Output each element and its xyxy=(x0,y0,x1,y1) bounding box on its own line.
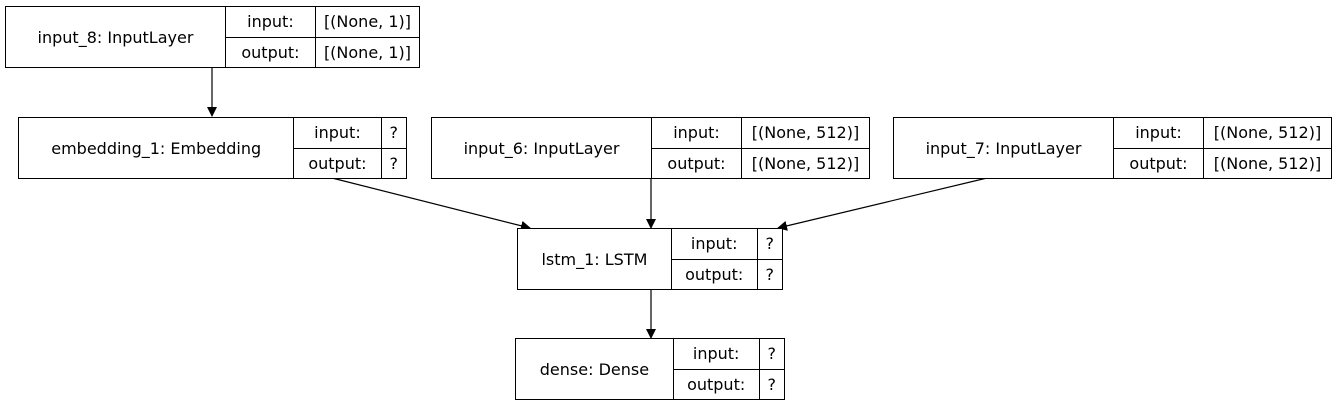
node-dense: dense: Dense input: output: ? ? xyxy=(515,338,785,400)
node-input-7-output-value: [(None, 512)] xyxy=(1213,153,1322,173)
node-input-8: input_8: InputLayer input: output: [(Non… xyxy=(5,6,420,68)
node-lstm-1-output-label: output: xyxy=(685,264,744,284)
node-input-6-name: input_6: InputLayer xyxy=(432,118,652,178)
node-lstm-1-name: lstm_1: LSTM xyxy=(518,229,672,289)
node-input-8-output-label: output: xyxy=(241,42,300,62)
edge-input7-to-lstm1 xyxy=(777,177,988,231)
node-dense-output-value: ? xyxy=(767,374,777,394)
node-input-6-output-label: output: xyxy=(667,153,726,173)
edge-embedding1-to-lstm1 xyxy=(331,177,531,231)
node-input-8-input-label: input: xyxy=(225,7,315,38)
node-embedding-1: embedding_1: Embedding input: output: ? … xyxy=(18,117,407,179)
node-dense-input-value: ? xyxy=(759,339,784,370)
node-lstm-1-input-value: ? xyxy=(757,229,782,260)
node-embedding-1-output-value: ? xyxy=(389,153,399,173)
node-embedding-1-name: embedding_1: Embedding xyxy=(19,118,295,178)
node-lstm-1: lstm_1: LSTM input: output: ? ? xyxy=(517,228,783,290)
node-input-7-input-label: input: xyxy=(1114,118,1203,149)
node-lstm-1-input-label: input: xyxy=(671,229,757,260)
node-input-7-input-value: [(None, 512)] xyxy=(1204,118,1331,149)
node-input-8-input-value: [(None, 1)] xyxy=(315,7,419,38)
node-input-6-input-label: input: xyxy=(652,118,741,149)
node-input-8-name: input_8: InputLayer xyxy=(6,7,226,67)
node-input-8-output-value: [(None, 1)] xyxy=(323,42,411,62)
node-dense-output-label: output: xyxy=(687,374,746,394)
node-input-6-output-value: [(None, 512)] xyxy=(751,153,860,173)
node-input-7-output-label: output: xyxy=(1129,153,1188,173)
node-lstm-1-output-value: ? xyxy=(765,264,775,284)
node-embedding-1-output-label: output: xyxy=(308,153,367,173)
node-input-6-input-value: [(None, 512)] xyxy=(742,118,869,149)
node-input-7: input_7: InputLayer input: output: [(Non… xyxy=(893,117,1332,179)
node-embedding-1-input-value: ? xyxy=(381,118,406,149)
node-input-6: input_6: InputLayer input: output: [(Non… xyxy=(431,117,870,179)
node-input-7-name: input_7: InputLayer xyxy=(894,118,1114,178)
node-dense-name: dense: Dense xyxy=(516,339,674,399)
node-embedding-1-input-label: input: xyxy=(294,118,381,149)
node-dense-input-label: input: xyxy=(673,339,759,370)
